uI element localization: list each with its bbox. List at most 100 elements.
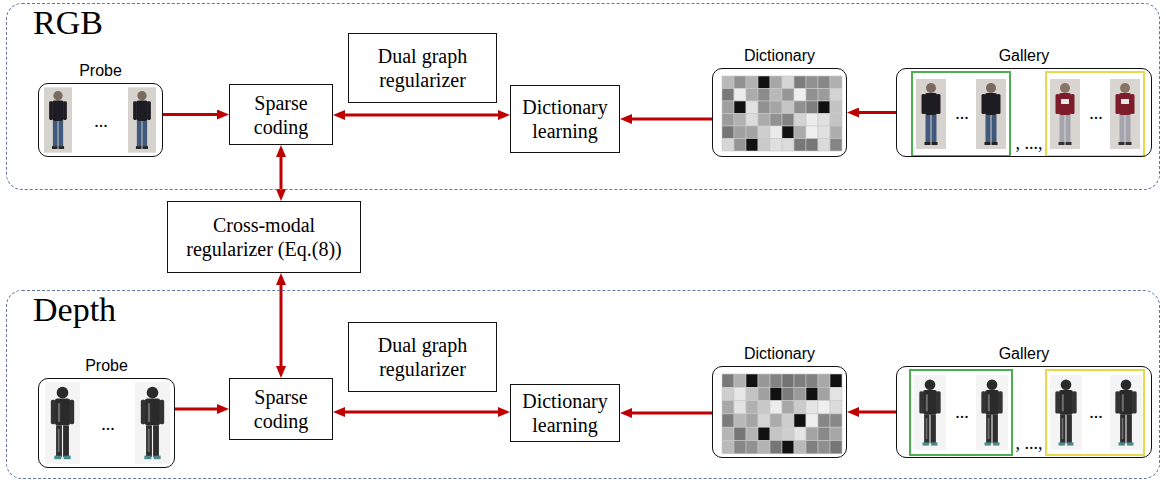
dictionary-matrix [722,76,842,151]
dictionary-cell [722,126,734,139]
dictionary-cell [746,441,758,454]
dictionary-cell [758,427,770,440]
dictionary-box: Dictionary [712,68,847,157]
ellipsis-text: ... [955,103,969,124]
gallery-image [1050,79,1080,149]
dictionary-cell [806,414,818,427]
dictionary-cell [794,101,806,114]
flow-arrow [280,154,283,192]
process-box: Sparse coding [229,84,333,145]
dictionary-cell [782,101,794,114]
dictionary-cell [722,427,734,440]
dictionary-cell [830,101,842,114]
dictionary-cell [818,76,830,89]
dictionary-cell [806,89,818,102]
dictionary-cell [734,441,746,454]
dictionary-cell [818,427,830,440]
dictionary-cell [734,414,746,427]
gallery-image [976,375,1008,450]
dictionary-cell [818,374,830,387]
dictionary-cell [770,139,782,152]
image-heading: Gallery [897,345,1151,363]
dictionary-cell [794,114,806,127]
ellipsis-text: ... [1089,103,1103,124]
dictionary-cell [794,139,806,152]
dictionary-cell [818,441,830,454]
flow-arrow [280,282,283,369]
ellipsis-text: , ..., [1016,133,1043,154]
process-box: Dictionary learning [510,85,620,153]
dictionary-cell [770,401,782,414]
dictionary-cell [794,374,806,387]
flow-arrow [342,114,501,117]
dictionary-cell [806,139,818,152]
dictionary-cell [746,427,758,440]
dictionary-cell [746,76,758,89]
image-heading: Dictionary [713,47,846,65]
flow-arrow [629,412,712,415]
dictionary-cell [734,114,746,127]
dictionary-cell [734,76,746,89]
dictionary-cell [770,374,782,387]
dictionary-cell [770,414,782,427]
identity-frame [1046,370,1144,455]
dictionary-cell [818,126,830,139]
dictionary-cell [722,114,734,127]
ellipsis-text: ... [94,111,108,132]
modality-panel: DepthProbe...Sparse codingDual graph reg… [6,290,1160,479]
process-box: Dictionary learning [510,384,620,442]
box-label: Sparse coding [233,385,329,433]
ellipsis-text: ... [955,402,969,423]
dictionary-cell [818,101,830,114]
dictionary-cell [830,414,842,427]
dictionary-cell [734,139,746,152]
process-box: Cross-modal regularizer (Eq.(8)) [167,201,361,273]
gallery-image [1110,375,1142,450]
modality-panel: RGBProbe...Sparse codingDual graph regul… [6,3,1160,190]
dictionary-cell [734,427,746,440]
dictionary-cell [830,427,842,440]
box-label: Sparse coding [233,91,329,139]
box-label: Dictionary learning [514,95,616,143]
flow-arrow [163,113,220,116]
dictionary-cell [758,374,770,387]
dictionary-cell [806,114,818,127]
dictionary-cell [806,126,818,139]
dictionary-cell [782,89,794,102]
dictionary-cell [770,76,782,89]
image-heading: Gallery [897,47,1151,65]
dictionary-cell [794,427,806,440]
dictionary-cell [746,139,758,152]
dictionary-cell [746,114,758,127]
ellipsis-text: ... [1089,402,1103,423]
flow-arrow [175,408,220,411]
dictionary-cell [734,89,746,102]
dictionary-cell [830,114,842,127]
dictionary-cell [758,387,770,400]
dictionary-cell [782,76,794,89]
dictionary-cell [782,114,794,127]
dictionary-matrix [722,374,842,454]
dictionary-cell [758,101,770,114]
dictionary-cell [794,76,806,89]
box-label: Dictionary learning [514,389,616,437]
process-box: Sparse coding [229,378,333,440]
dictionary-cell [746,374,758,387]
dictionary-cell [722,441,734,454]
probe-image [45,382,80,464]
modality-title: RGB [33,4,103,42]
dictionary-cell [806,401,818,414]
dictionary-cell [806,101,818,114]
gallery-image [1110,79,1140,149]
dictionary-cell [770,441,782,454]
dictionary-cell [758,414,770,427]
image-set-box: Gallery..., ...,... [896,68,1152,157]
flow-arrow [342,411,501,414]
dictionary-cell [830,76,842,89]
dictionary-cell [734,126,746,139]
box-label: Dual graph regularizer [352,44,493,92]
dictionary-cell [782,387,794,400]
image-heading: Dictionary [713,345,846,363]
dictionary-cell [770,126,782,139]
dictionary-cell [734,401,746,414]
